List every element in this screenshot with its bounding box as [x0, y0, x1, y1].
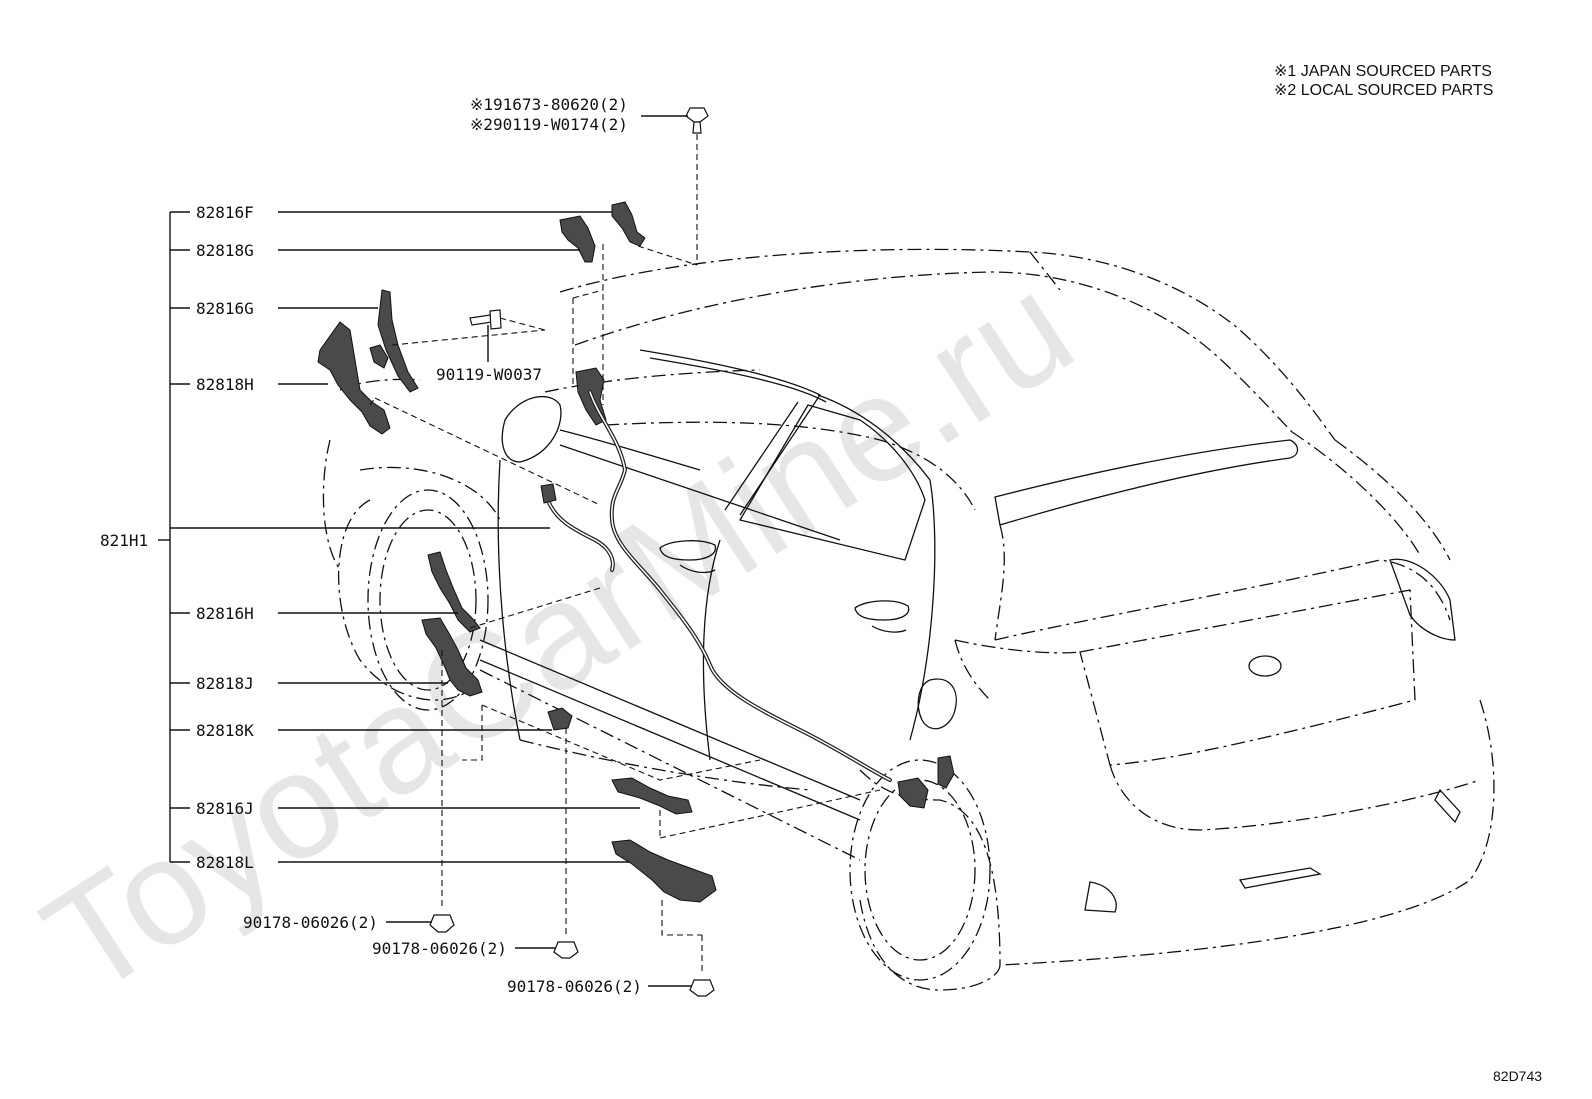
part-82818G-shape [559, 215, 596, 263]
label-82816F: 82816F [196, 203, 254, 222]
clip-3-shape [689, 979, 715, 997]
label-82818J: 82818J [196, 674, 254, 693]
part-82816F-shape [611, 201, 646, 247]
wire-harness [540, 390, 892, 782]
label-82818G: 82818G [196, 241, 254, 260]
note-local-sourced: ※2 LOCAL SOURCED PARTS [1274, 82, 1493, 99]
label-82818H: 82818H [196, 375, 254, 394]
label-82816H: 82816H [196, 604, 254, 623]
part-82816J-shape [611, 777, 693, 815]
label-bolt-top-2: ※290119-W0174(2) [470, 115, 628, 134]
part-82818L-shape [611, 839, 717, 903]
part-82818J-shape [421, 617, 483, 697]
part-82818K-shape [547, 707, 573, 731]
watermark: ToyotaCarMine.ru [16, 241, 1100, 1027]
car-body-outline [322, 248, 1495, 991]
label-82818K: 82818K [196, 721, 254, 740]
part-82816G-shape [377, 289, 419, 393]
label-clip-2: 90178-06026(2) [372, 939, 507, 958]
part-82816H-shape [427, 551, 481, 633]
label-82816J: 82816J [196, 799, 254, 818]
label-82818L: 82818L [196, 853, 254, 872]
diagram-code: 82D743 [1493, 1068, 1542, 1084]
clip-1-shape [429, 914, 455, 933]
label-bolt-top-1: ※191673-80620(2) [470, 95, 628, 114]
clip-2-shape [553, 941, 579, 959]
leader-lines [158, 115, 692, 987]
part-82818H-shape [317, 321, 391, 435]
top-bolt-shape [685, 107, 709, 123]
label-821H1: 821H1 [100, 531, 148, 550]
label-clip-3: 90178-06026(2) [507, 977, 642, 996]
label-82816G: 82816G [196, 299, 254, 318]
label-clip-1: 90178-06026(2) [243, 913, 378, 932]
note-japan-sourced: ※1 JAPAN SOURCED PARTS [1274, 63, 1492, 80]
label-bolt-90119-W0037: 90119-W0037 [436, 365, 542, 384]
